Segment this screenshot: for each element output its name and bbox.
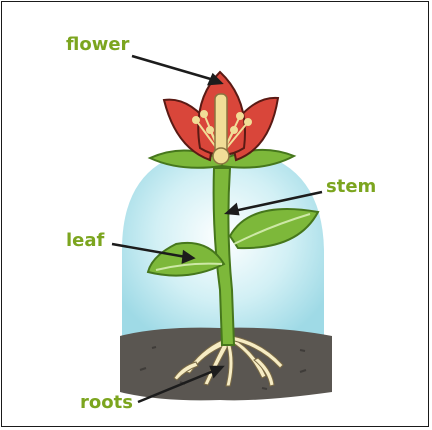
flower-pointer [132,56,214,80]
stem-label: stem [326,178,376,196]
leaf-label: leaf [66,232,104,250]
flower-label: flower [66,36,129,54]
roots-label: roots [80,394,133,412]
pistil [215,94,227,156]
